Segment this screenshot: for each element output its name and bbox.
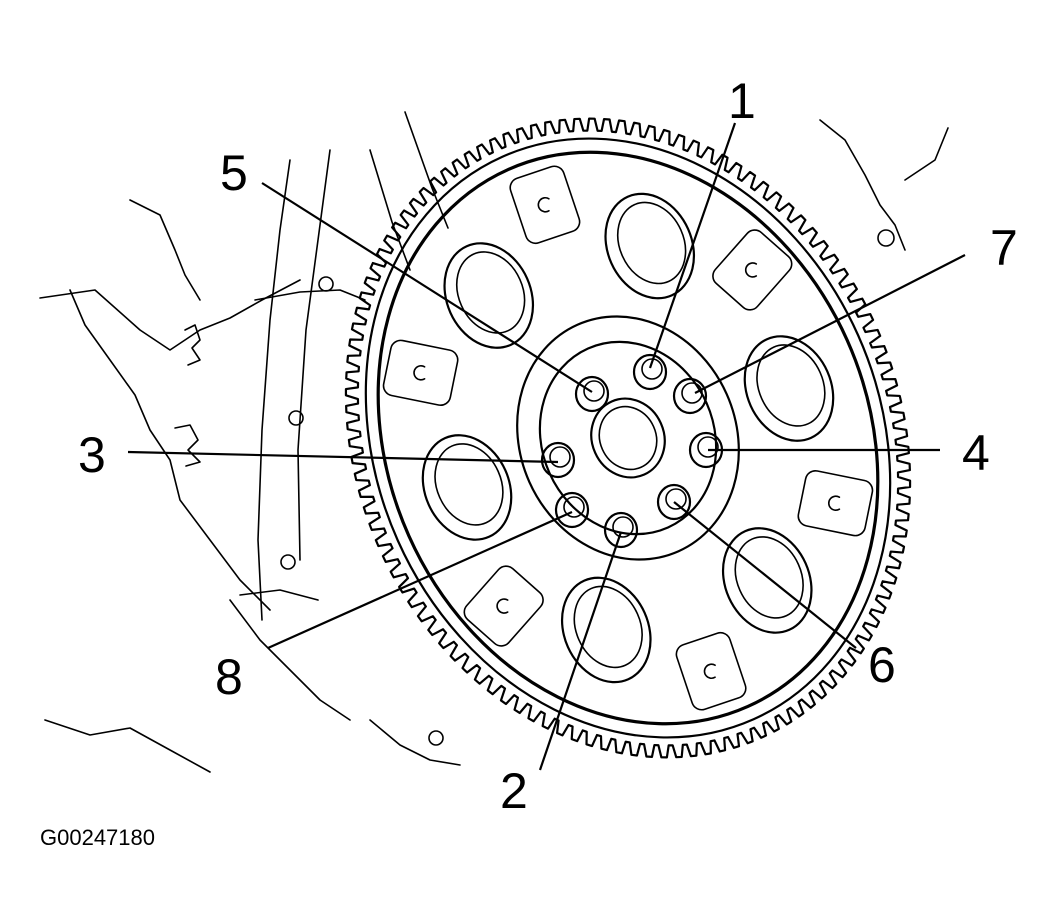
leader-lines (127, 122, 966, 771)
flywheel-bolt (672, 377, 708, 415)
callout-4: 4 (962, 425, 990, 481)
flywheel-bolt (603, 511, 639, 549)
plate-tabs (382, 165, 874, 711)
leader-line-6 (673, 501, 857, 649)
plate-windows (421, 192, 835, 684)
plate-window (604, 192, 696, 300)
callout-2: 2 (500, 763, 528, 819)
plate-tab (509, 165, 581, 245)
plate-tab (463, 565, 544, 647)
drive-plate-edge (376, 150, 880, 726)
center-bore-chamfer (598, 405, 658, 471)
ring-gear-teeth (344, 117, 912, 759)
callout-6: 6 (868, 637, 896, 693)
engine-block-outline (39, 111, 949, 773)
leader-line-8 (267, 510, 573, 650)
callout-3: 3 (78, 427, 106, 483)
flywheel (344, 117, 912, 759)
plate-tab (382, 339, 459, 407)
hub-outer-ring (516, 315, 740, 561)
plate-tab (797, 469, 874, 537)
callout-1: 1 (728, 73, 756, 129)
leader-line-3 (127, 450, 559, 464)
plate-window (743, 335, 835, 442)
flywheel-bolt (554, 491, 590, 529)
leader-line-7 (694, 254, 966, 394)
plate-window (560, 576, 652, 684)
flywheel-bolt (574, 375, 610, 413)
plate-tab (712, 229, 793, 311)
callout-8: 8 (215, 649, 243, 705)
callout-5: 5 (220, 145, 248, 201)
plate-window (421, 434, 513, 541)
plate-window (443, 242, 535, 349)
flywheel-bolt (632, 353, 668, 391)
flywheel-bolts (540, 353, 724, 549)
flywheel-bolt (540, 441, 576, 479)
callout-7: 7 (990, 220, 1018, 276)
leader-line-5 (261, 182, 593, 393)
ring-gear-root (364, 137, 892, 739)
figure-code: G00247180 (40, 825, 155, 850)
flywheel-bolt (656, 483, 692, 521)
plate-window (721, 527, 813, 634)
leader-line-1 (648, 122, 737, 369)
callout-labels: 1 7 5 3 4 8 6 2 (78, 73, 1018, 819)
leader-line-2 (538, 531, 623, 771)
center-bore (590, 397, 666, 479)
plate-tab (675, 631, 747, 711)
